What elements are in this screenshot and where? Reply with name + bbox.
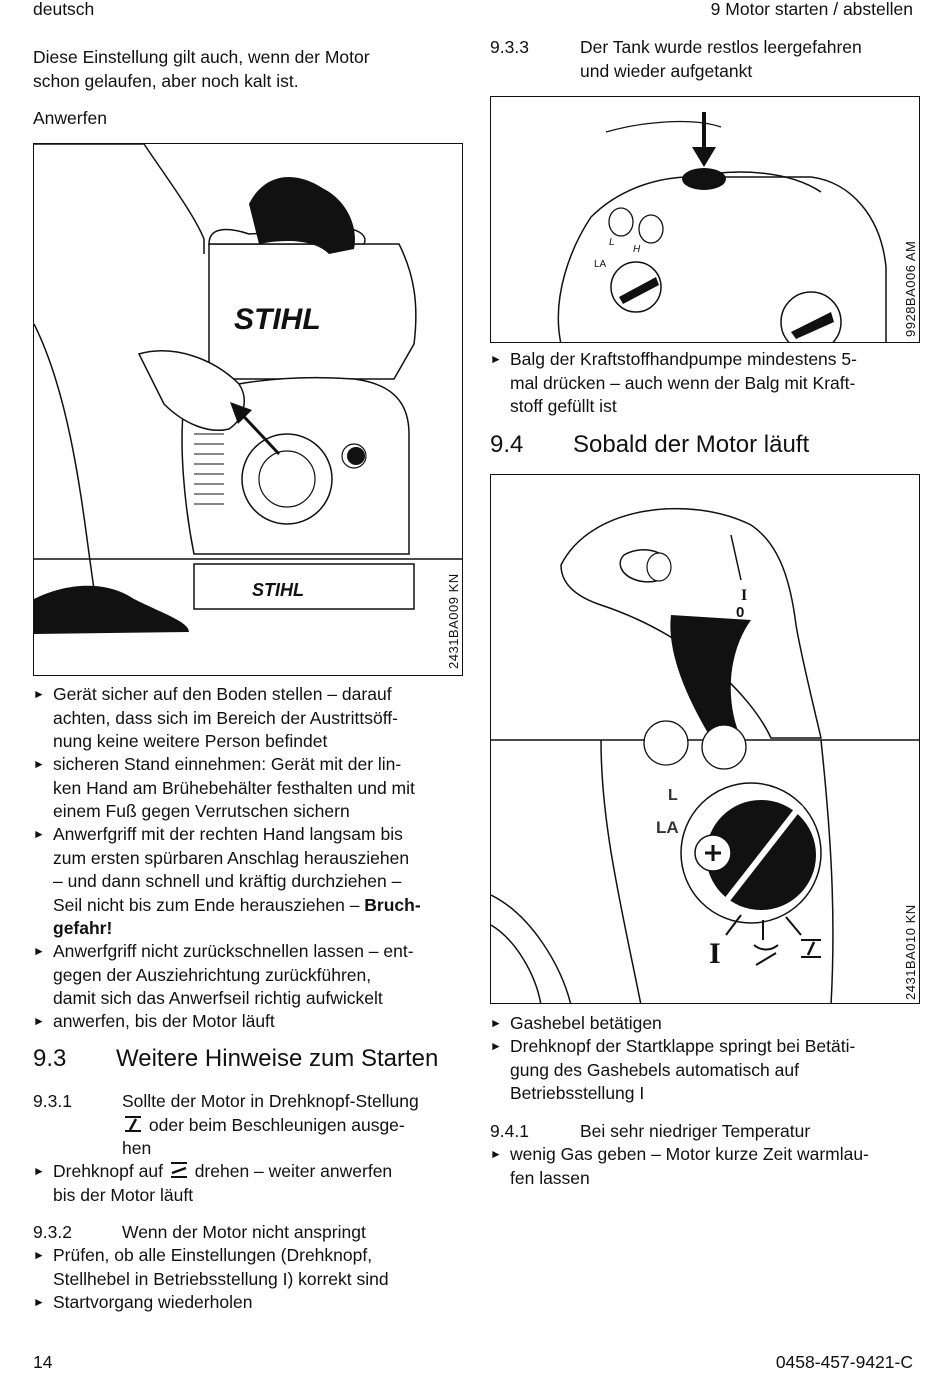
subsection-number: 9.3.3 [490, 37, 529, 57]
bullet-line: Gerät sicher auf den Boden stellen – dar… [53, 684, 392, 704]
bullet-marker-icon: ► [490, 1147, 502, 1161]
figure-code: 9928BA006 AM [903, 240, 918, 337]
subsection-title: Bei sehr niedriger Temperatur [580, 1121, 811, 1141]
warning-text: Bruch- [364, 894, 421, 915]
bullet-line: Prüfen, ob alle Einstellungen (Drehknopf… [53, 1245, 373, 1265]
intro-line: schon gelaufen, aber noch kalt ist. [33, 70, 299, 91]
bullet-marker-icon: ► [33, 827, 45, 841]
label-l-big: L [668, 787, 678, 804]
bullet-line: Drehknopf auf [53, 1161, 163, 1181]
section-number: 9.3 [33, 1045, 67, 1072]
intro-text: Diese Einstellung gilt auch, wenn der Mo… [33, 46, 433, 93]
subsection-title: und wieder aufgetankt [580, 60, 753, 81]
bullet-marker-icon: ► [33, 1164, 45, 1178]
bullet-marker-icon: ► [33, 1014, 45, 1028]
bullet-marker-icon: ► [33, 1295, 45, 1309]
subsection-9-3-1: 9.3.1 Sollte der Motor in Drehknopf-Stel… [33, 1090, 463, 1158]
figure-throttle: I 0 L H LA I 2431BA010 KN [490, 474, 920, 1004]
label-run-i: I [741, 587, 747, 604]
list-item: ► Gerät sicher auf den Boden stellen – d… [33, 683, 463, 753]
bullet-line: stoff gefüllt ist [510, 396, 617, 416]
section-number: 9.4 [490, 431, 524, 458]
illustration-sprayer-starting: STIHL STIHL [34, 144, 462, 634]
subsection-title: Der Tank wurde restlos leergefahren [580, 37, 862, 57]
bullet-line: – und dann schnell und kräftig durchzieh… [53, 871, 402, 891]
brand-logo-top: STIHL [234, 303, 321, 336]
figure-starting-device: STIHL STIHL 2431BA009 KN [33, 143, 463, 676]
subsection-9-3-2: 9.3.2 Wenn der Motor nicht anspringt [33, 1221, 463, 1245]
warning-text: gefahr! [53, 918, 113, 938]
bullet-line: achten, dass sich im Bereich der Austrit… [53, 707, 398, 728]
bullet-line: Stellhebel in Betriebsstellung I) korrek… [53, 1268, 389, 1289]
figure-code: 2431BA009 KN [446, 573, 461, 669]
header-language: deutsch [33, 0, 95, 19]
list-item: ► sicheren Stand einnehmen: Gerät mit de… [33, 753, 463, 823]
bullet-line: zum ersten spürbaren Anschlag herauszieh… [53, 847, 410, 868]
brand-logo-bottom: STIHL [252, 580, 304, 600]
bullet-line: einem Fuß gegen Verrutschen sichern [53, 801, 350, 821]
subsection-number: 9.3.1 [33, 1091, 72, 1111]
bullet-line: Seil nicht bis zum Ende herausziehen – [53, 894, 365, 915]
illustration-primer-bulb: L H LA [557, 112, 887, 342]
subsection-number: 9.3.2 [33, 1222, 72, 1242]
figure-code: 2431BA010 KN [903, 904, 918, 1000]
bullet-line: Startvorgang wiederholen [53, 1292, 253, 1312]
header-chapter: 9 Motor starten / abstellen [710, 0, 913, 19]
bullet-line: bis der Motor läuft [53, 1184, 194, 1205]
bullet-line: anwerfen, bis der Motor läuft [53, 1011, 275, 1031]
bullet-line: Drehknopf der Startklappe springt bei Be… [510, 1036, 856, 1056]
bullet-line: Anwerfgriff nicht zurückschnellen lassen… [53, 941, 414, 961]
bullet-line: Anwerfgriff mit der rechten Hand langsam… [53, 824, 403, 844]
start-position-symbol-icon [170, 1162, 187, 1178]
bullet-marker-icon: ► [490, 1016, 502, 1030]
bullet-line: nung keine weitere Person befindet [53, 731, 328, 751]
list-item: ► Anwerfgriff nicht zurückschnellen lass… [33, 940, 463, 1010]
bullet-line: mal drücken – auch wenn der Balg mit Kra… [510, 372, 856, 393]
subsection-9-3-3: 9.3.3 Der Tank wurde restlos leergefahre… [490, 36, 920, 81]
bullet-marker-icon: ► [490, 352, 502, 366]
label-la: LA [594, 259, 607, 270]
illustration-throttle-and-choke: I 0 L H LA I [491, 507, 919, 1003]
document-number: 0458-457-9421-C [775, 1352, 913, 1372]
subsection-title: Wenn der Motor nicht anspringt [122, 1222, 366, 1242]
bullet-line: Balg der Kraftstoffhandpumpe mindestens … [510, 349, 857, 369]
subsection-title: hen [122, 1138, 152, 1158]
bullet-marker-icon: ► [490, 1039, 502, 1053]
subsection-title: oder beim Beschleunigen ausge- [148, 1114, 405, 1135]
subsection-9-4-1: 9.4.1 Bei sehr niedriger Temperatur [490, 1120, 920, 1144]
subheading-anwerfen: Anwerfen [33, 108, 107, 128]
list-item: ► anwerfen, bis der Motor läuft [33, 1010, 463, 1034]
bullet-line: sicheren Stand einnehmen: Gerät mit der … [53, 754, 402, 774]
bullet-marker-icon: ► [33, 1248, 45, 1262]
section-title: Sobald der Motor läuft [573, 431, 810, 458]
label-h: H [633, 244, 641, 255]
section-heading-9-4: 9.4 Sobald der Motor läuft [490, 430, 809, 460]
figure-fuel-pump: L H LA 9928BA006 AM [490, 96, 920, 343]
section-heading-9-3: 9.3 Weitere Hinweise zum Starten [33, 1044, 438, 1074]
bullet-list-starting: ► Gerät sicher auf den Boden stellen – d… [33, 683, 463, 1034]
section-title: Weitere Hinweise zum Starten [116, 1045, 439, 1072]
bullet-line: Gashebel betätigen [510, 1013, 662, 1033]
intro-line: Diese Einstellung gilt auch, wenn der Mo… [33, 47, 370, 67]
bullet-line: fen lassen [510, 1167, 590, 1188]
bullet-line: wenig Gas geben – Motor kurze Zeit warml… [510, 1144, 869, 1164]
label-run-position: I [709, 937, 721, 970]
list-item: ► Anwerfgriff mit der rechten Hand langs… [33, 823, 463, 940]
bullet-marker-icon: ► [33, 687, 45, 701]
label-stop-0: 0 [736, 604, 744, 621]
bullet-marker-icon: ► [33, 944, 45, 958]
label-l: L [609, 237, 615, 248]
subsection-title: Sollte der Motor in Drehknopf-Stellung [122, 1091, 419, 1111]
label-la-big: LA [656, 818, 679, 837]
bullet-line: ken Hand am Brühebehälter festhalten und… [53, 777, 415, 798]
bullet-marker-icon: ► [33, 757, 45, 771]
subsection-number: 9.4.1 [490, 1121, 529, 1141]
bullet-line: damit sich das Anwerfseil richtig aufwic… [53, 988, 383, 1008]
choke-symbol-icon [125, 1115, 141, 1132]
bullet-line: gung des Gashebels automatisch auf [510, 1059, 799, 1080]
bullet-line: Betriebsstellung I [510, 1083, 645, 1103]
bullet-line: drehen – weiter anwerfen [194, 1161, 393, 1181]
bullet-line: gegen der Ausziehrichtung zurückführen, [53, 964, 372, 985]
page-number: 14 [33, 1352, 53, 1372]
